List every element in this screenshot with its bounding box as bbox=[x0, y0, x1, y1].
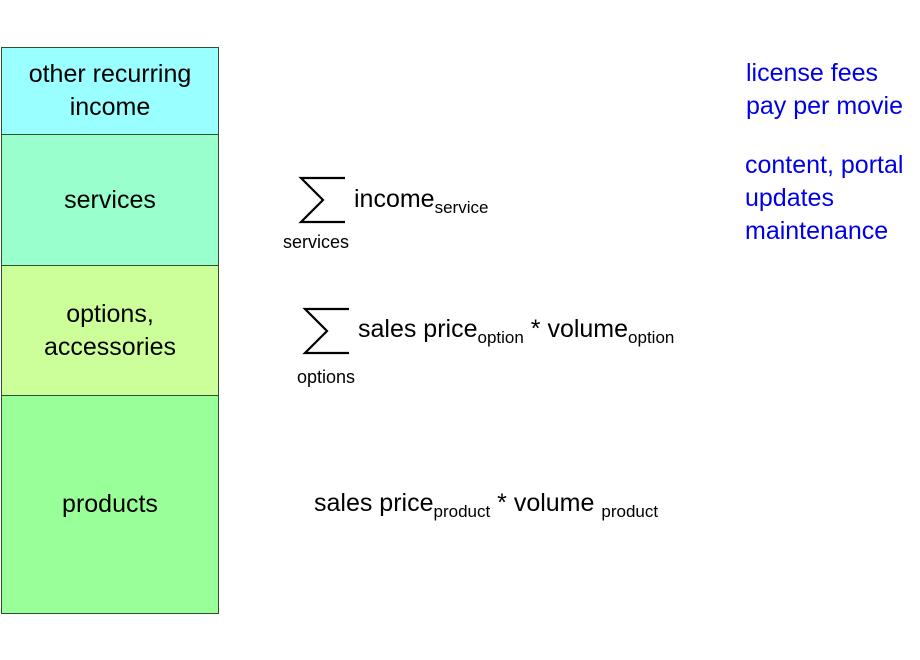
note-recurring: license fees pay per movie bbox=[746, 57, 903, 123]
formula-services: incomeservice bbox=[354, 184, 488, 223]
note-services-line2: updates bbox=[745, 184, 834, 212]
formula-options-volume-sub: option bbox=[628, 328, 675, 347]
block-services: services bbox=[1, 134, 219, 266]
block-options-line2: accessories bbox=[44, 332, 176, 361]
formula-services-main: income bbox=[354, 185, 435, 213]
revenue-stack: other recurring income services options,… bbox=[1, 47, 219, 614]
formula-options-price-sub: option bbox=[477, 328, 524, 347]
sum-label-options: options bbox=[297, 367, 356, 387]
formula-options-times: * volume bbox=[523, 315, 629, 343]
sum-label-services: services bbox=[283, 232, 350, 252]
note-recurring-line2: pay per movie bbox=[746, 92, 904, 120]
block-products-label: products bbox=[62, 490, 158, 518]
formula-products-price-sub: product bbox=[433, 502, 491, 521]
sigma-services-icon bbox=[298, 176, 345, 224]
block-other-recurring-line2: income bbox=[69, 93, 151, 121]
block-other-recurring-income: other recurring income bbox=[1, 47, 219, 135]
note-services-line1: content, portal bbox=[745, 151, 904, 179]
formula-products: sales priceproduct * volume product bbox=[314, 488, 658, 527]
block-options-accessories: options, accessories bbox=[1, 265, 219, 396]
formula-options: sales priceoption * volumeoption bbox=[358, 314, 674, 353]
block-options-line1: options, bbox=[66, 299, 154, 328]
formula-services-sub: service bbox=[434, 198, 489, 217]
formula-products-volume-sub: product bbox=[601, 502, 659, 521]
formula-options-price: sales price bbox=[358, 315, 478, 343]
sigma-options-icon bbox=[302, 307, 349, 355]
block-products: products bbox=[1, 395, 219, 614]
note-services-line3: maintenance bbox=[745, 217, 889, 245]
formula-products-times: * volume bbox=[490, 489, 602, 517]
note-recurring-line1: license fees bbox=[746, 59, 879, 87]
formula-products-price: sales price bbox=[314, 489, 434, 517]
note-services: content, portal updates maintenance bbox=[745, 149, 903, 248]
block-services-label: services bbox=[64, 185, 156, 214]
block-other-recurring-line1: other recurring bbox=[28, 60, 192, 88]
